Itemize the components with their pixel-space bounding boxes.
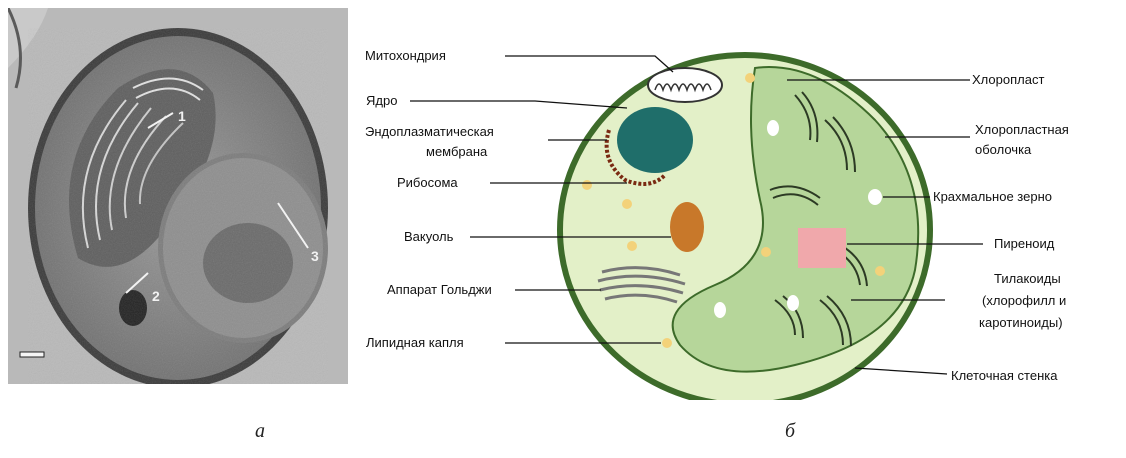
marker-2: 2 <box>152 288 160 304</box>
caption-a: а <box>255 420 265 443</box>
label-golgi: Аппарат Гольджи <box>387 282 492 297</box>
label-nucleus: Ядро <box>366 93 397 108</box>
label-vacuole: Вакуоль <box>404 229 454 244</box>
vacuole <box>670 202 704 252</box>
leader-nucleus <box>410 101 627 108</box>
starch-grain <box>787 295 799 311</box>
label-thylakoids-line3: каротиноиды) <box>979 315 1063 330</box>
micrograph-image: 1 2 3 <box>8 8 348 384</box>
nucleus <box>617 107 693 173</box>
label-ribosome: Рибосома <box>397 175 458 190</box>
marker-3: 3 <box>311 248 319 264</box>
starch-grain <box>714 302 726 318</box>
label-er-line2: мембрана <box>426 144 488 159</box>
starch-grain <box>868 189 882 205</box>
leader-mitochondria <box>505 56 673 72</box>
marker-1: 1 <box>178 108 186 124</box>
leader-cell-wall <box>855 368 947 374</box>
label-lipid: Липидная капля <box>366 335 464 350</box>
label-thylakoids-line1: Тилакоиды <box>994 271 1061 286</box>
label-er-line1: Эндоплазматическая <box>365 124 494 139</box>
scale-bar <box>20 352 44 357</box>
label-envelope-line2: оболочка <box>975 142 1032 157</box>
cell-diagram: Митохондрия Ядро Эндоплазматическая мемб… <box>355 0 1126 400</box>
micrograph-panel: 1 2 3 <box>8 8 348 384</box>
label-thylakoids-line2: (хлорофилл и <box>982 293 1066 308</box>
label-chloroplast: Хлоропласт <box>972 72 1044 87</box>
label-cell-wall: Клеточная стенка <box>951 368 1058 383</box>
label-envelope-line1: Хлоропластная <box>975 122 1069 137</box>
label-pyrenoid: Пиреноид <box>994 236 1055 251</box>
label-starch: Крахмальное зерно <box>933 189 1052 204</box>
pyrenoid <box>798 228 846 268</box>
cell-diagram-panel: Митохондрия Ядро Эндоплазматическая мемб… <box>355 0 1126 400</box>
caption-b: б <box>785 420 795 443</box>
label-mitochondria: Митохондрия <box>365 48 446 63</box>
starch-grain <box>767 120 779 136</box>
